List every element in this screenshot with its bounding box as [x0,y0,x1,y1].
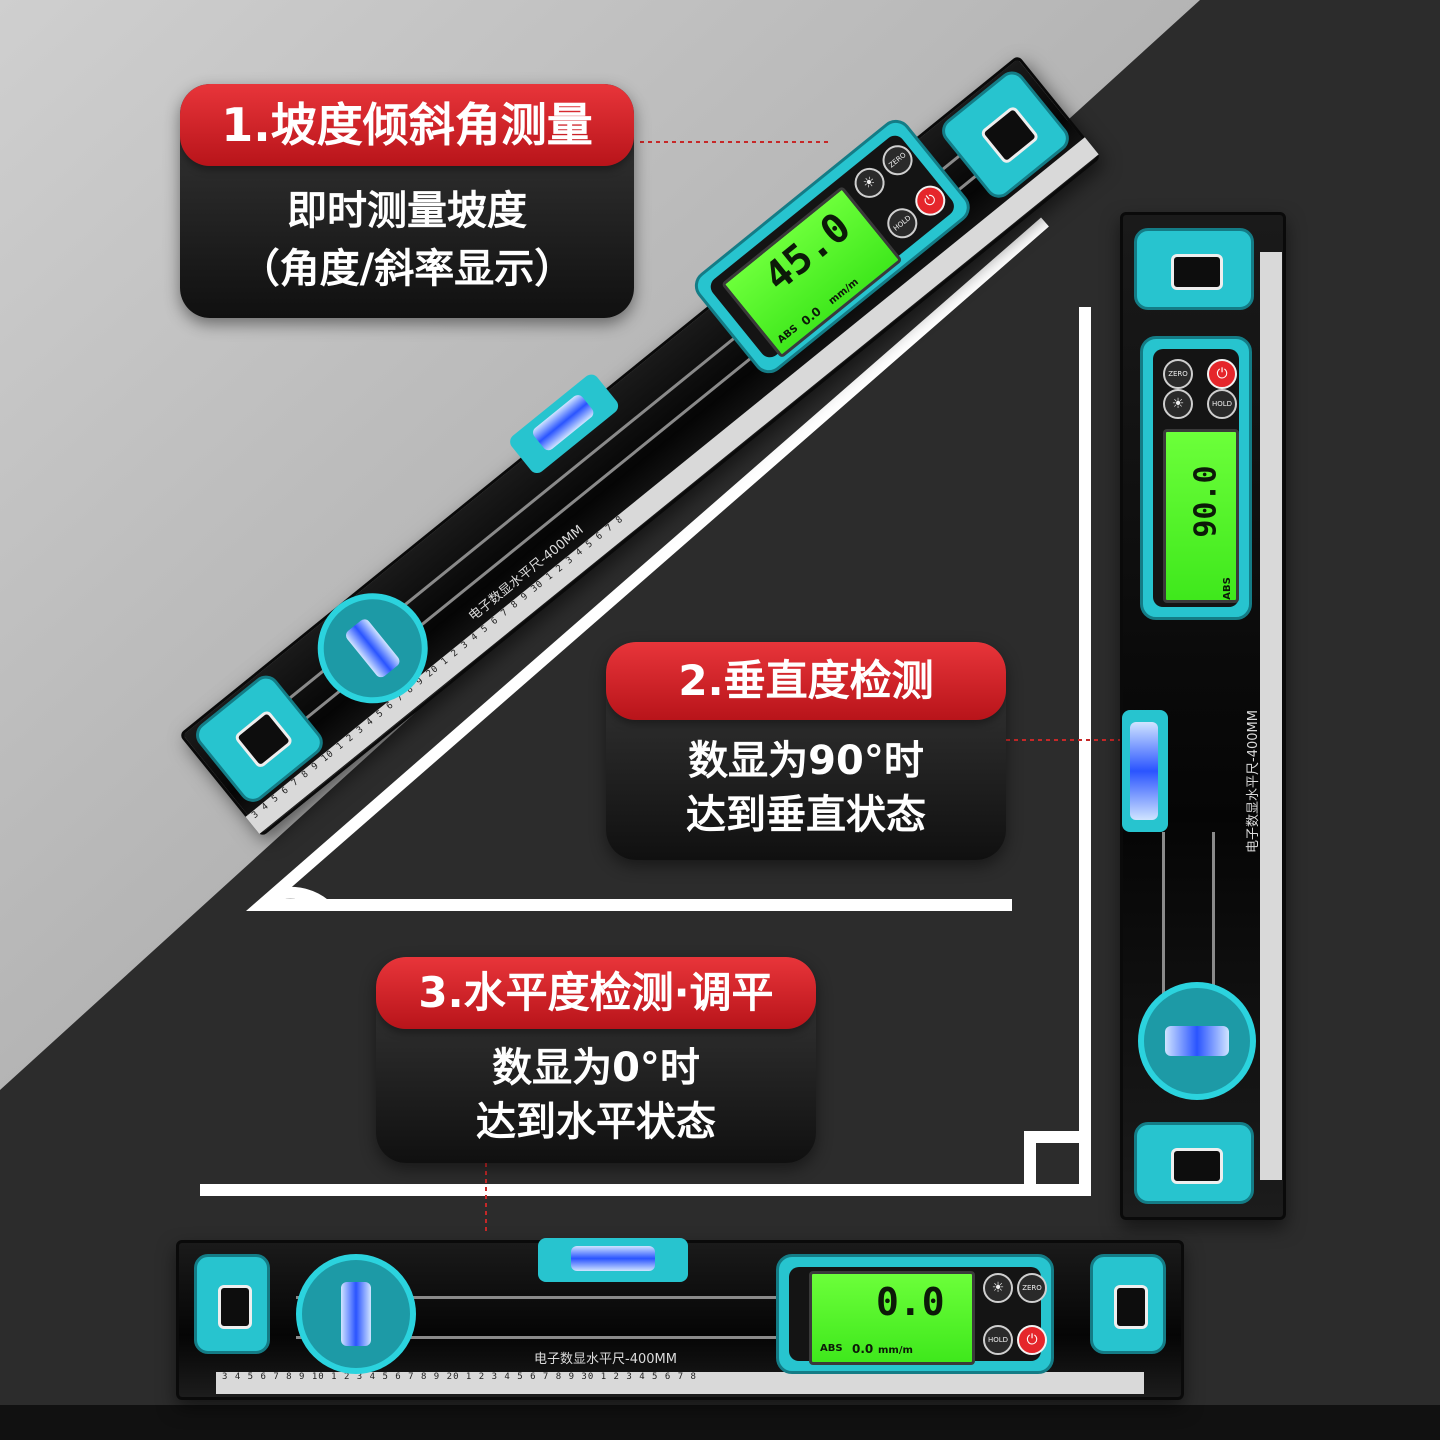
model-label: 电子数显水平尺-400MM [1245,710,1261,853]
hold-button[interactable]: HOLD [1207,389,1237,419]
power-button[interactable]: ⏻ [1207,359,1237,389]
callout-line: （角度/斜率显示） [239,246,575,292]
model-label: 电子数显水平尺-400MM [534,1352,677,1367]
callout-line: 即时测量坡度 [287,188,527,234]
callout-vertical: 2.垂直度检测 数显为90°时 达到垂直状态 [606,642,1006,860]
angle-reading: 90.0 [1188,465,1224,538]
digital-display: 0.0 ABS 0.0 mm/m ☀ ZERO HOLD ⏻ [776,1254,1054,1374]
callout-line: 达到垂直状态 [686,792,926,838]
callout-line: 数显为90°时 [688,738,924,784]
digital-display: 90.0 ABS ZERO ☀ ⏻ HOLD [1140,336,1252,620]
end-cap [1090,1254,1166,1354]
end-cap [194,1254,270,1354]
backlight-button[interactable]: ☀ [983,1273,1013,1303]
callout-line: 数显为0°时 [492,1045,700,1091]
bubble-vial-top [538,1238,688,1282]
angle-reading: 0.0 [876,1280,945,1324]
lcd-screen: 0.0 ABS 0.0 mm/m [809,1271,975,1365]
callout-title: 2.垂直度检测 [606,642,1006,720]
zero-button[interactable]: ZERO [1017,1273,1047,1303]
end-cap [1134,1122,1254,1204]
bubble-vial-ring [296,1254,416,1374]
backlight-button[interactable]: ☀ [1163,389,1193,419]
callout-slope: 1.坡度倾斜角测量 即时测量坡度 （角度/斜率显示） [180,84,634,318]
ruler-scale [1260,252,1282,1180]
power-button[interactable]: ⏻ [1017,1325,1047,1355]
bubble-vial-ring [1138,982,1256,1100]
callout-title: 3.水平度检测·调平 [376,957,816,1029]
end-cap [1134,228,1254,310]
zero-button[interactable]: ZERO [1163,359,1193,389]
hold-button[interactable]: HOLD [983,1325,1013,1355]
bubble-vial-side [1122,710,1168,832]
angle-guides [200,217,1091,1196]
ruler-scale: 3 4 5 6 7 8 9 10 1 2 3 4 5 6 7 8 9 20 1 … [216,1372,1144,1394]
callout-title: 1.坡度倾斜角测量 [180,84,634,166]
level-horizontal: 3 4 5 6 7 8 9 10 1 2 3 4 5 6 7 8 9 20 1 … [176,1238,1184,1400]
callout-line: 达到水平状态 [476,1099,716,1145]
lcd-screen: 90.0 ABS [1163,429,1239,603]
level-vertical: 90.0 ABS ZERO ☀ ⏻ HOLD 电子数显水平尺-400MM [1120,212,1286,1220]
callout-horizontal: 3.水平度检测·调平 数显为0°时 达到水平状态 [376,957,816,1163]
